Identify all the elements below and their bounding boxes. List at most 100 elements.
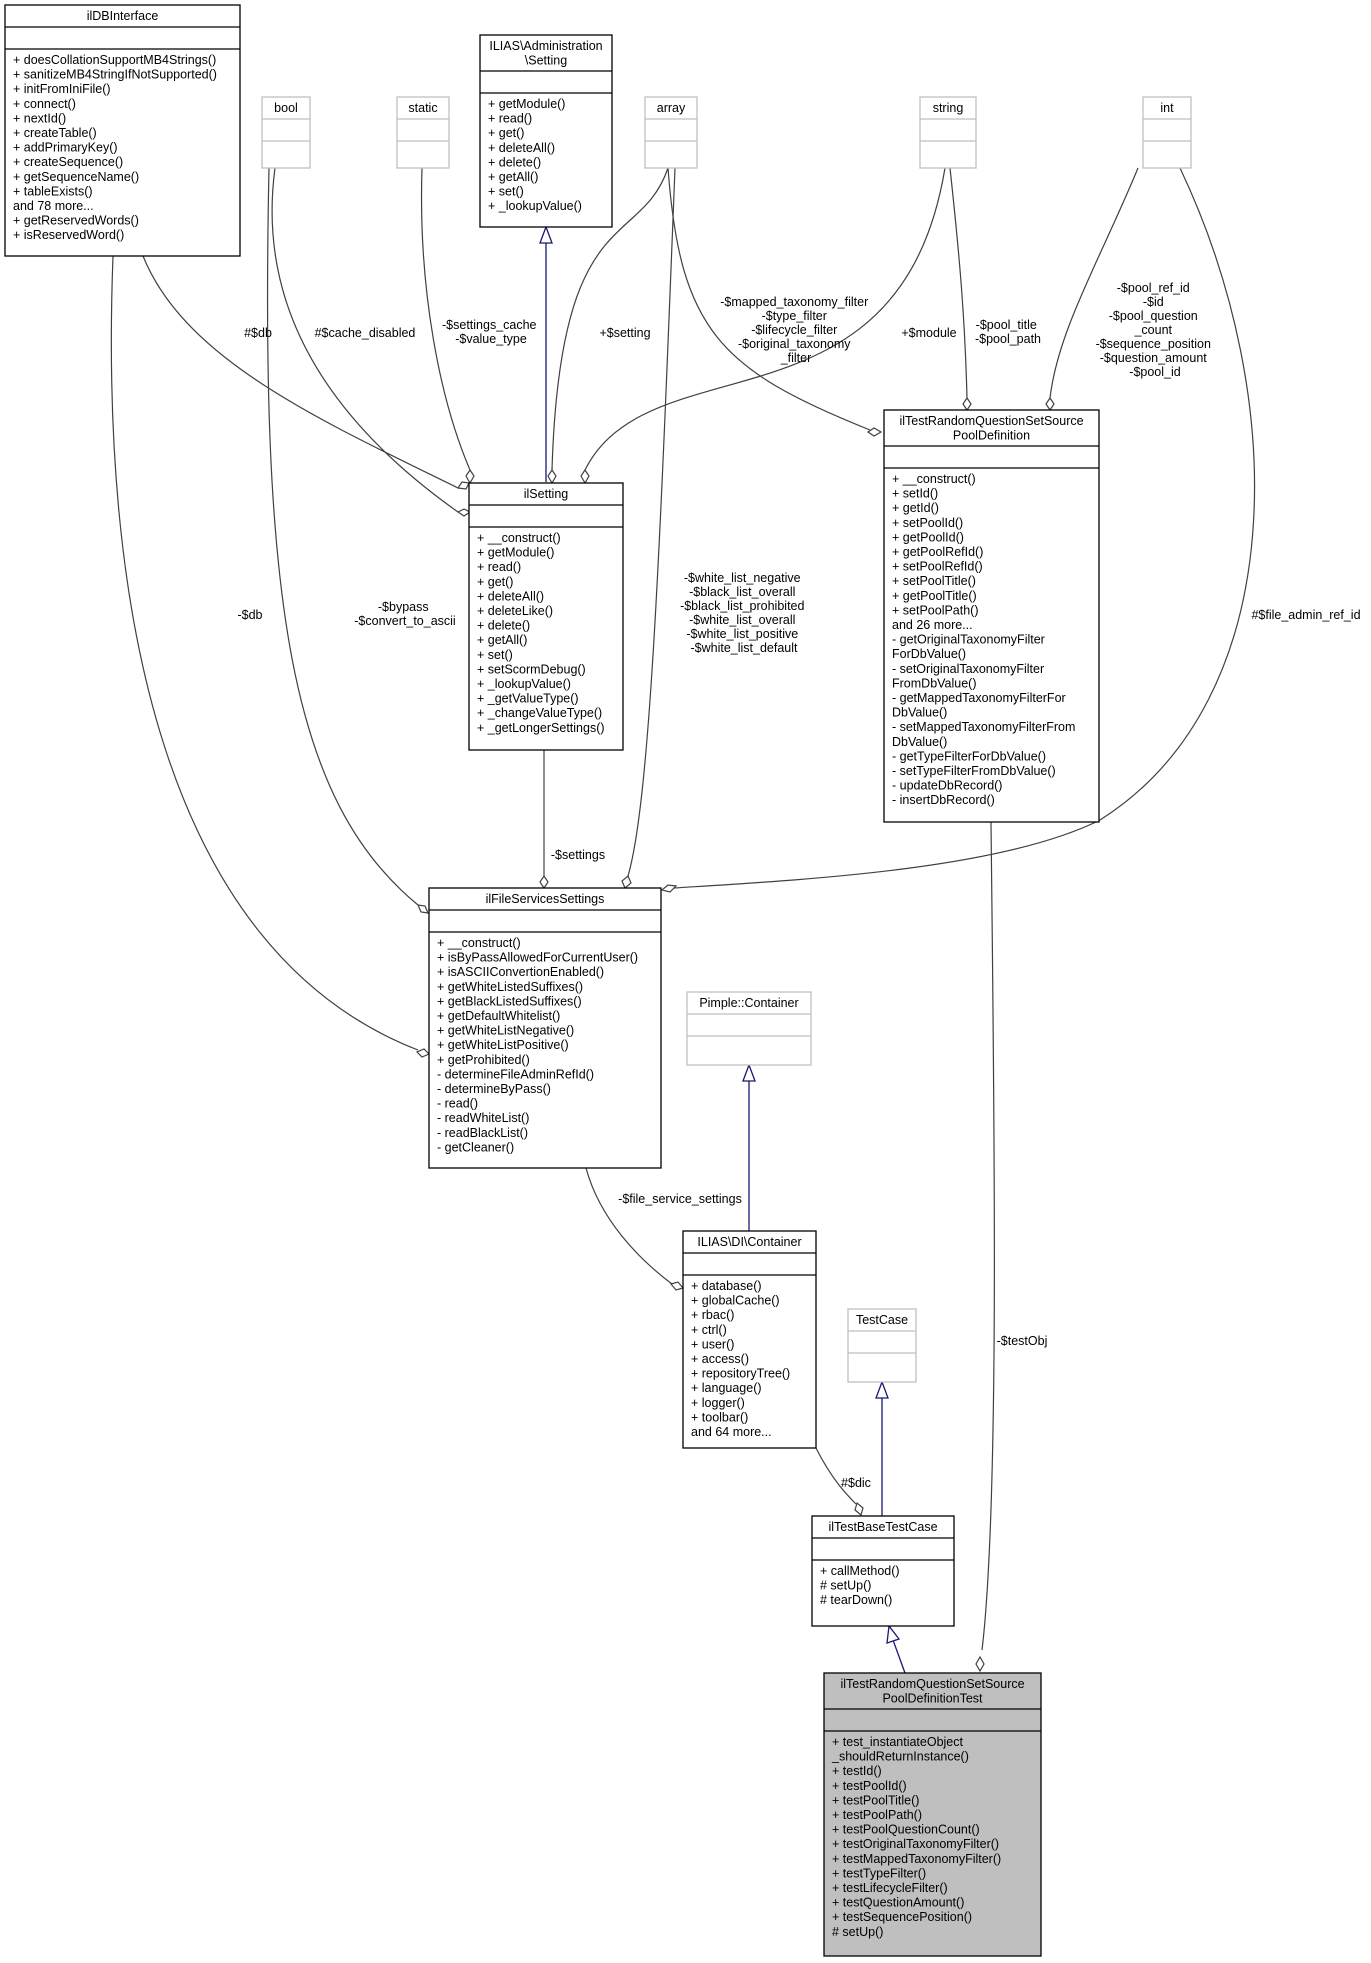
edge-label-settings: -$settings: [551, 848, 605, 862]
diamond-fileservices-array: [621, 875, 632, 889]
class-pool-definition-operations: + __construct()+ setId()+ getId()+ setPo…: [892, 472, 1075, 807]
class-testcase[interactable]: TestCase: [847, 1308, 917, 1383]
class-ilfileservicessettings-frame: [428, 887, 662, 1169]
diamond-pooldef-string: [962, 396, 972, 412]
diamond-ilsetting-db: [456, 481, 470, 490]
edge-labels: #$db #$cache_disabled -$settings_cache -…: [237, 281, 1360, 1490]
diamond-pooldef-array: [866, 427, 883, 437]
class-di-container[interactable]: ILIAS\DI\Container+ database()+ globalCa…: [682, 1230, 817, 1449]
class-testcase-frame: [847, 1308, 917, 1383]
edge-label-settings-cache: -$settings_cache -$value_type: [442, 318, 540, 346]
class-int[interactable]: int: [1142, 96, 1192, 169]
class-ildbinterface-frame: [4, 4, 241, 257]
edge-label-module: +$module: [901, 326, 956, 340]
edge-label-file-admin: #$file_admin_ref_id: [1251, 608, 1360, 622]
diamond-ilsetting-static: [465, 468, 475, 485]
edge-label-testobj: -$testObj: [997, 1334, 1048, 1348]
edge-bool-fileservices: [266, 167, 419, 906]
class-pimple-container-frame: [686, 991, 812, 1066]
class-di-container-frame: [682, 1230, 817, 1449]
edge-label-db-fs: -$db: [237, 608, 262, 622]
class-iltestbasetestcase-frame: [811, 1515, 955, 1627]
class-boxes: ilDBInterface + doesCollationSupportMB4St…: [4, 4, 1192, 1957]
diamond-ilsetting-array: [547, 468, 557, 485]
class-ilsetting-title: ilSetting: [524, 487, 569, 501]
edge-inherit-focus: [892, 1639, 906, 1674]
class-testcase-title: TestCase: [856, 1313, 908, 1327]
diamond-ilsetting-cache: [456, 508, 472, 517]
diamond-dic-fileservices: [669, 1281, 685, 1291]
edge-label-dic: #$dic: [841, 1476, 871, 1490]
edge-pooldef-focus: [981, 821, 996, 1651]
edge-bool-ilsetting: [271, 167, 459, 513]
class-ildbinterface-operations: + doesCollationSupportMB4Strings()+ sani…: [13, 53, 217, 242]
edge-label-cache-disabled: #$cache_disabled: [315, 326, 416, 340]
triangle-testcase: [875, 1380, 889, 1399]
class-admin-setting-operations: + getModule()+ read()+ get()+ deleteAll(…: [488, 97, 582, 213]
class-array[interactable]: array: [644, 96, 698, 169]
class-array-frame: [644, 96, 698, 169]
edge-label-pool-filters: -$mapped_taxonomy_filter -$type_filter -…: [720, 295, 871, 365]
edge-label-pool-title: -$pool_title -$pool_path: [975, 318, 1041, 346]
edge-label-file-service-settings: -$file_service_settings: [618, 1192, 742, 1206]
class-bool-title: bool: [274, 101, 298, 115]
class-iltestbasetestcase[interactable]: ilTestBaseTestCase + callMethod()# setUp(…: [811, 1515, 955, 1627]
edge-string-ilsetting: [584, 167, 946, 471]
edge-static-ilsetting: [420, 167, 471, 471]
edge-string-pooldef: [949, 167, 968, 399]
diamond-fileservices-int: [660, 884, 678, 893]
edge-label-lists: -$white_list_negative -$black_list_overa…: [680, 571, 808, 655]
edge-dic-basetestcase: [815, 1447, 857, 1505]
class-admin-setting[interactable]: ILIAS\Administration\Setting + getModule(…: [479, 34, 613, 228]
class-static-frame: [396, 96, 450, 169]
diamond-basetestcase-dic: [854, 1501, 864, 1517]
class-admin-setting-title: ILIAS\Administration\Setting: [489, 39, 602, 68]
edge-int-pooldef: [1049, 167, 1139, 399]
diamond-fileservices-db: [415, 1048, 431, 1058]
class-bool[interactable]: bool: [261, 96, 311, 169]
edge-label-bypass: -$bypass -$convert_to_ascii: [354, 600, 455, 628]
edge-fileservices-dic: [585, 1167, 673, 1285]
class-ildbinterface-title: ilDBInterface: [87, 9, 159, 23]
class-int-title: int: [1160, 101, 1174, 115]
diamond-focus-pooldef: [975, 1655, 985, 1673]
class-focus-test-operations: + test_instantiateObject_shouldReturnIns…: [831, 1735, 1001, 1939]
class-pool-definition-frame: [883, 409, 1100, 823]
class-iltestbasetestcase-title: ilTestBaseTestCase: [828, 1520, 937, 1534]
class-admin-setting-frame: [479, 34, 613, 228]
diamond-fileservices-bool: [417, 904, 429, 914]
class-string[interactable]: string: [919, 96, 977, 169]
class-bool-frame: [261, 96, 311, 169]
triangle-basetestcase: [886, 1624, 901, 1644]
class-string-title: string: [933, 101, 964, 115]
class-focus-test-frame: [823, 1672, 1042, 1957]
class-static[interactable]: static: [396, 96, 450, 169]
edge-array-pooldef: [667, 167, 871, 431]
edge-label-setting: +$setting: [599, 326, 650, 340]
class-pimple-container[interactable]: Pimple::Container: [686, 991, 812, 1066]
class-ilsetting[interactable]: ilSetting + __construct()+ getModule()+ r…: [468, 482, 624, 751]
diamond-ilsetting-string: [580, 468, 590, 485]
class-di-container-operations: + database()+ globalCache()+ rbac()+ ctr…: [691, 1279, 790, 1439]
class-ilsetting-operations: + __construct()+ getModule()+ read()+ ge…: [477, 531, 605, 735]
class-ilfileservicessettings-operations: + __construct()+ isByPassAllowedForCurre…: [437, 936, 638, 1154]
edge-array-fileservices: [627, 167, 676, 877]
edge-ildbinterface-ilsetting: [142, 255, 459, 489]
edge-int-fileservices: [673, 167, 1256, 889]
class-array-title: array: [657, 101, 686, 115]
triangle-admin-setting: [539, 225, 553, 244]
class-ildbinterface[interactable]: ilDBInterface + doesCollationSupportMB4St…: [4, 4, 241, 257]
class-iltestbasetestcase-operations: + callMethod()# setUp()# tearDown(): [820, 1564, 900, 1607]
edge-array-ilsetting: [551, 167, 669, 471]
triangle-pimple: [742, 1063, 756, 1082]
edge-label-db-ilsetting: #$db: [244, 326, 272, 340]
class-int-frame: [1142, 96, 1192, 169]
class-pimple-container-title: Pimple::Container: [699, 996, 798, 1010]
edge-label-pool-ids: -$pool_ref_id -$id -$pool_question _coun…: [1096, 281, 1215, 379]
class-ilfileservicessettings[interactable]: ilFileServicesSettings+ __construct()+ i…: [428, 887, 662, 1169]
